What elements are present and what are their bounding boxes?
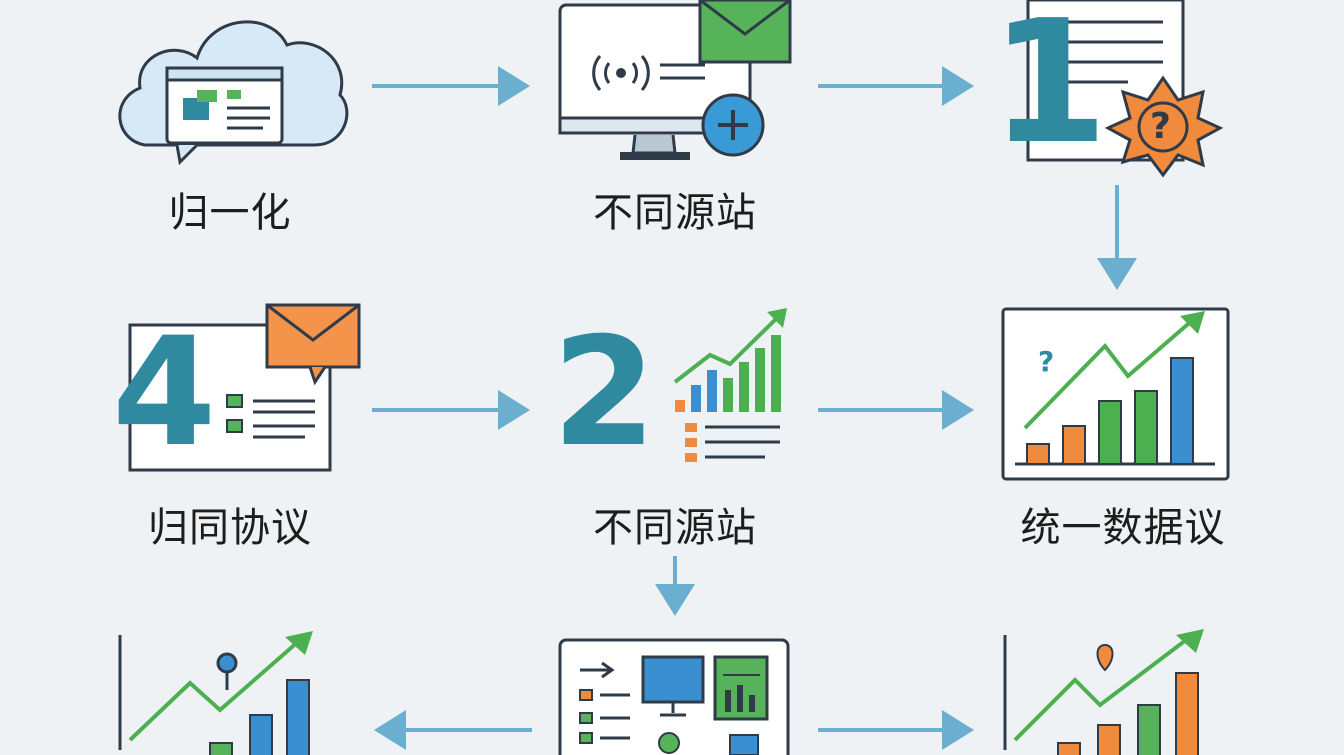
growth-chart-icon: ? — [1001, 307, 1230, 481]
label-middle-center: 不同源站 — [593, 505, 757, 551]
bottom-left-growth-chart-icon — [118, 631, 313, 755]
big-number-1: 1 — [990, 0, 1109, 182]
label-middle-left: 归同协议 — [148, 505, 312, 551]
dashboard-panel-icon — [558, 638, 790, 755]
big-number-2: 2 — [552, 306, 657, 480]
bar-chart-document-icon — [673, 308, 787, 462]
label-middle-right: 统一数据议 — [1020, 505, 1226, 551]
document-envelope-icon — [128, 303, 361, 472]
bottom-right-growth-chart-icon — [1003, 629, 1204, 755]
cloud-document-icon — [118, 20, 349, 166]
gear-question-mark: ? — [1150, 106, 1171, 147]
svg-text:?: ? — [1038, 345, 1054, 378]
label-top-middle: 不同源站 — [593, 190, 757, 236]
big-number-4: 4 — [112, 306, 217, 480]
numbered-document-gear-icon — [1026, 0, 1224, 178]
monitor-envelope-icon — [558, 0, 792, 160]
label-top-left: 归一化 — [168, 190, 292, 236]
